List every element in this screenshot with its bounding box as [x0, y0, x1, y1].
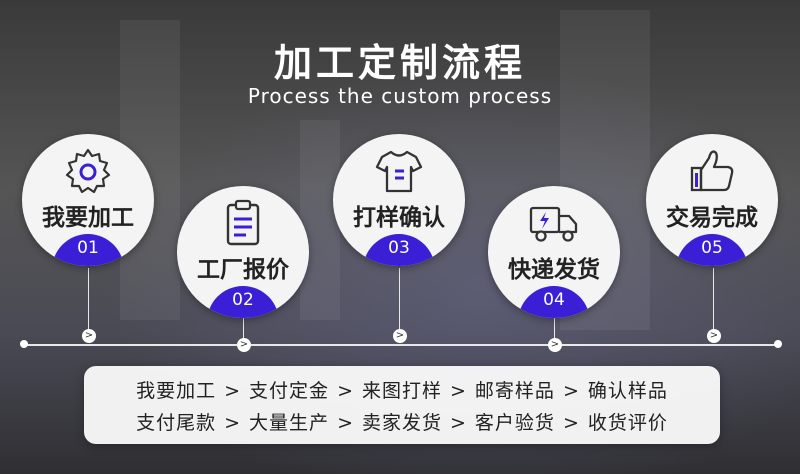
connector-line: [88, 268, 89, 338]
clipboard-icon: [226, 199, 260, 246]
step-card-1: 我要加工 01: [22, 134, 154, 266]
step-circle: 我要加工 01: [22, 134, 154, 266]
connector-line: [399, 268, 400, 338]
step-card-5: 交易完成 05: [646, 134, 778, 266]
process-separator: >: [337, 380, 354, 402]
process-item: 支付定金: [249, 380, 330, 402]
step-number: 05: [701, 238, 723, 258]
process-separator: >: [224, 380, 242, 402]
step-label: 我要加工: [42, 205, 134, 231]
step-number: 03: [388, 238, 410, 258]
step-number: 02: [232, 290, 254, 310]
timeline-end-dot: [774, 340, 782, 348]
timeline-arrow-icon: >: [82, 329, 96, 343]
step-label: 交易完成: [666, 205, 758, 231]
process-separator: >: [450, 380, 467, 402]
thumbs-up-icon: [690, 150, 734, 192]
tshirt-icon: [375, 150, 423, 193]
step-label: 快递发货: [508, 257, 600, 283]
process-line-2: 支付尾款 > 大量生产 > 卖家发货 > 客户验货 > 收货评价: [84, 408, 720, 435]
page-subtitle: Process the custom process: [247, 84, 553, 108]
step-number: 04: [543, 290, 565, 310]
timeline-arrow-icon: >: [237, 338, 251, 352]
connector-line: [243, 318, 244, 344]
timeline: [22, 344, 780, 346]
timeline-arrow-icon: >: [707, 329, 721, 343]
truck-icon: [529, 206, 578, 242]
process-item: 邮寄样品: [474, 380, 555, 402]
process-separator: >: [450, 412, 467, 434]
process-item: 大量生产: [249, 412, 330, 434]
step-card-2: 工厂报价 02: [177, 186, 309, 318]
process-item: 卖家发货: [361, 412, 442, 434]
process-item: 来图打样: [361, 380, 442, 402]
step-circle: 快递发货 04: [488, 186, 620, 318]
process-item: 客户验货: [474, 412, 555, 434]
background-texture: [300, 120, 340, 320]
step-circle: 打样确认 03: [333, 134, 465, 266]
timeline-arrow-icon: >: [548, 338, 562, 352]
process-separator: >: [562, 380, 580, 402]
process-separator: >: [562, 412, 580, 434]
step-circle: 交易完成 05: [646, 134, 778, 266]
step-card-3: 打样确认 03: [333, 134, 465, 266]
step-circle: 工厂报价 02: [177, 186, 309, 318]
page-title: 加工定制流程: [273, 41, 526, 85]
connector-line: [713, 268, 714, 338]
process-item: 支付尾款: [136, 412, 217, 434]
process-separator: >: [337, 412, 354, 434]
gear-icon: [65, 148, 111, 194]
connector-line: [554, 318, 555, 344]
process-item: 收货评价: [587, 412, 668, 434]
step-label: 打样确认: [353, 205, 445, 231]
timeline-arrow-icon: >: [393, 329, 407, 343]
process-item: 确认样品: [587, 380, 668, 402]
process-item: 我要加工: [136, 380, 217, 402]
step-label: 工厂报价: [197, 257, 289, 283]
process-separator: >: [224, 412, 242, 434]
timeline-start-dot: [20, 340, 28, 348]
step-card-4: 快递发货 04: [488, 186, 620, 318]
process-line-1: 我要加工 > 支付定金 > 来图打样 > 邮寄样品 > 确认样品: [84, 376, 720, 403]
process-summary-box: 我要加工 > 支付定金 > 来图打样 > 邮寄样品 > 确认样品 支付尾款 > 大量生产 > 卖家发货 >…: [84, 366, 720, 444]
step-number: 01: [77, 238, 99, 258]
